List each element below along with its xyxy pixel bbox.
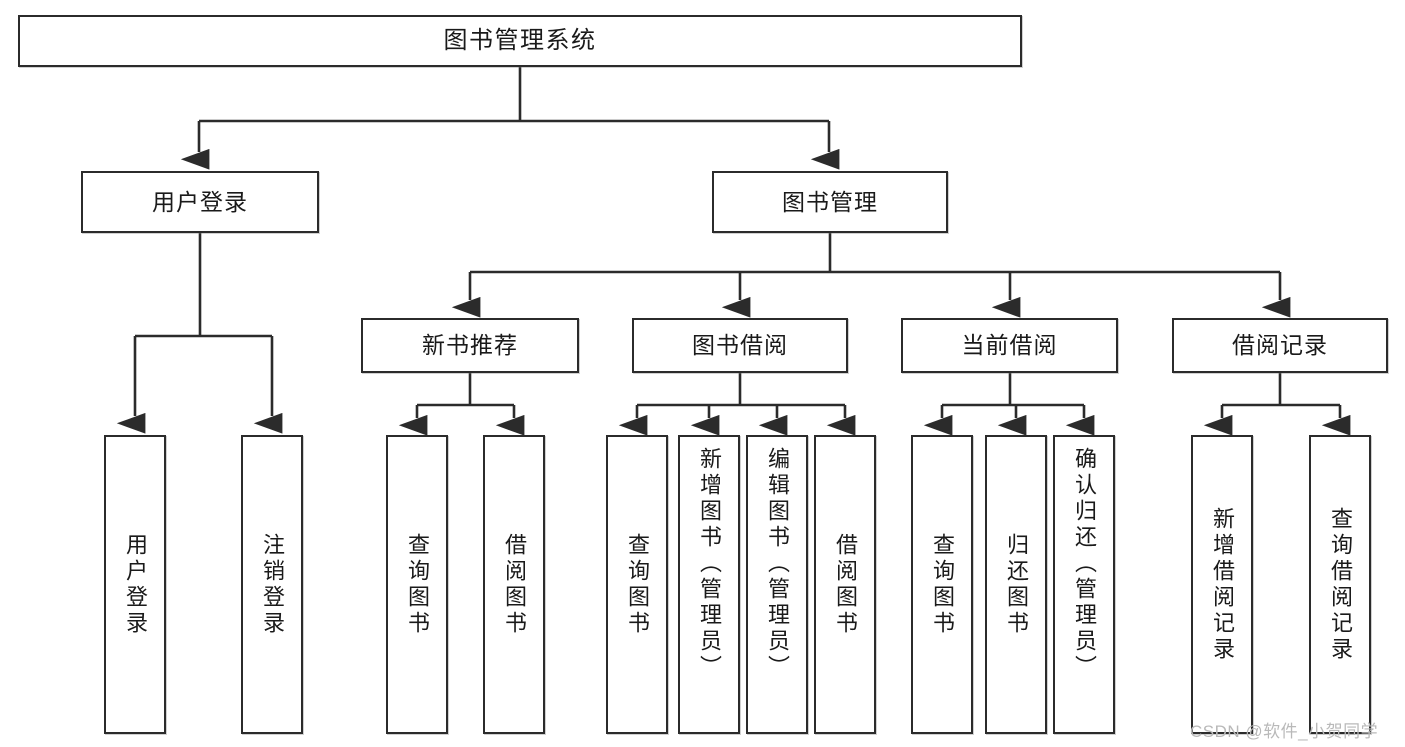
node-leaf-query-book-3[interactable]: 查询图书 bbox=[911, 435, 973, 734]
node-label: 当前借阅 bbox=[961, 332, 1058, 359]
node-label: 归还图书 bbox=[1004, 532, 1029, 637]
node-label: 查询图书 bbox=[625, 532, 650, 637]
node-leaf-query-book-1[interactable]: 查询图书 bbox=[386, 435, 448, 734]
node-label: 借阅图书 bbox=[833, 532, 858, 637]
node-label: 图书借阅 bbox=[692, 332, 788, 359]
node-label: 编辑图书（管理员） bbox=[765, 447, 790, 681]
node-user-login[interactable]: 用户登录 bbox=[81, 171, 319, 233]
node-label: 新增图书（管理员） bbox=[697, 447, 722, 681]
node-label: 确认归还（管理员） bbox=[1072, 447, 1097, 681]
node-leaf-borrow-book-1[interactable]: 借阅图书 bbox=[483, 435, 545, 734]
node-label: 新增借阅记录 bbox=[1210, 506, 1235, 663]
node-label: 借阅图书 bbox=[502, 532, 527, 637]
node-label: 图书管理 bbox=[782, 188, 878, 215]
node-label: 查询图书 bbox=[405, 532, 430, 637]
node-label: 查询图书 bbox=[930, 532, 955, 637]
node-book-borrow[interactable]: 图书借阅 bbox=[632, 318, 848, 373]
node-leaf-borrow-book-2[interactable]: 借阅图书 bbox=[814, 435, 876, 734]
node-label: 图书管理系统 bbox=[443, 27, 597, 55]
node-label: 查询借阅记录 bbox=[1328, 506, 1353, 663]
node-leaf-user-login[interactable]: 用户登录 bbox=[104, 435, 166, 734]
node-leaf-query-borrow-record[interactable]: 查询借阅记录 bbox=[1309, 435, 1371, 734]
node-leaf-edit-book-admin[interactable]: 编辑图书（管理员） bbox=[746, 435, 808, 734]
node-leaf-add-book-admin[interactable]: 新增图书（管理员） bbox=[678, 435, 740, 734]
node-root-book-management-system[interactable]: 图书管理系统 bbox=[18, 15, 1022, 67]
node-leaf-confirm-return-admin[interactable]: 确认归还（管理员） bbox=[1053, 435, 1115, 734]
node-label: 用户登录 bbox=[123, 532, 148, 637]
node-leaf-logout[interactable]: 注销登录 bbox=[241, 435, 303, 734]
node-borrow-record[interactable]: 借阅记录 bbox=[1172, 318, 1388, 373]
node-current-borrow[interactable]: 当前借阅 bbox=[901, 318, 1118, 373]
node-book-manage[interactable]: 图书管理 bbox=[712, 171, 948, 233]
node-leaf-add-borrow-record[interactable]: 新增借阅记录 bbox=[1191, 435, 1253, 734]
node-label: 新书推荐 bbox=[422, 332, 518, 359]
watermark-text: CSDN @软件_小贺同学 bbox=[1190, 722, 1379, 741]
node-leaf-return-book[interactable]: 归还图书 bbox=[985, 435, 1047, 734]
node-new-book-recommendation[interactable]: 新书推荐 bbox=[361, 318, 579, 373]
node-label: 用户登录 bbox=[152, 188, 248, 215]
node-label: 注销登录 bbox=[260, 532, 285, 637]
node-leaf-query-book-2[interactable]: 查询图书 bbox=[606, 435, 668, 734]
node-label: 借阅记录 bbox=[1232, 332, 1328, 359]
